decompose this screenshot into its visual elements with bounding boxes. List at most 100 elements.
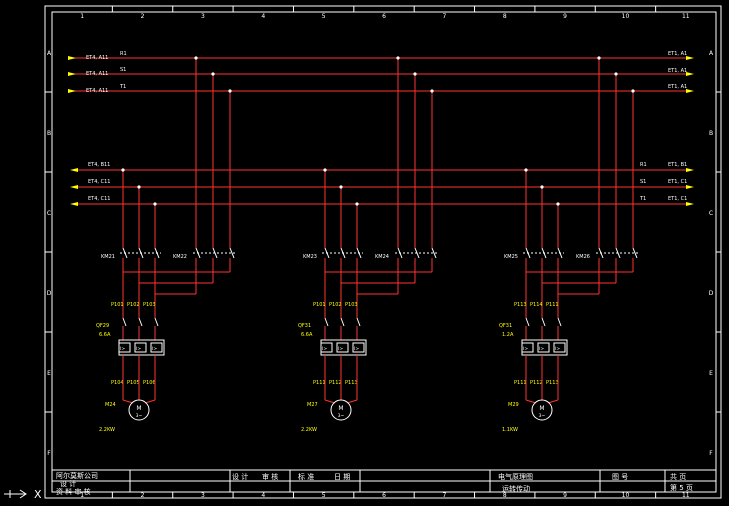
column-mark: 6 (382, 13, 386, 20)
column-mark: 2 (141, 492, 145, 499)
sheet-number: 第 5 页 (670, 483, 693, 492)
phase-mark: T1 (119, 84, 126, 90)
motor-label: M29 (508, 402, 519, 408)
bus-arrow-left (70, 202, 78, 206)
thermal-element-label: I> (338, 346, 343, 352)
column-mark: 1 (80, 492, 84, 499)
motor-symbol-phase: 3~ (338, 413, 345, 419)
column-mark: 10 (622, 492, 630, 499)
feeder-label: ET1, B1 (668, 162, 687, 168)
phase-mark: R1 (640, 162, 647, 168)
wire-label: P112 (329, 380, 342, 386)
motor-symbol (128, 399, 150, 421)
junction-dot (614, 72, 618, 76)
column-mark: 3 (201, 492, 205, 499)
feeder-labels-top-right: ET1, A1 ET1, A1 ET1, A1 (668, 51, 687, 90)
wire-label: P111 (546, 302, 559, 308)
feeder-label: ET4, A11 (86, 71, 108, 77)
junction-dot (323, 168, 327, 172)
phase-mark: S1 (640, 179, 646, 185)
junction-dot (121, 168, 125, 172)
motor-symbol (330, 399, 352, 421)
motor-lead (525, 399, 537, 404)
breaker-contact (138, 317, 143, 327)
bus-arrow-left (68, 89, 76, 93)
drawing-title: 电气原理图 (498, 472, 533, 481)
wire-label: P101 (313, 302, 326, 308)
column-mark: 11 (682, 492, 690, 499)
breaker-contact (541, 317, 546, 327)
row-mark: D (709, 290, 714, 297)
bus-arrow-right (686, 202, 694, 206)
wire-label: P113 (546, 380, 559, 386)
motor-symbol-letter: M (136, 405, 141, 412)
thermal-element-label: I> (354, 346, 359, 352)
title-block-text: 阿尔莫斯公司 设 计 资 料 审 核 设 计 审 核 标 准 日 期 电气原理图… (56, 471, 693, 496)
bus-arrow-right (686, 185, 694, 189)
junction-dot (631, 89, 635, 93)
wire-label: P113 (514, 302, 527, 308)
column-mark: 3 (201, 13, 205, 20)
bus-arrow-right (686, 72, 694, 76)
phase-mark: R1 (120, 51, 127, 57)
feeder-label: ET1, A1 (668, 51, 687, 57)
design-label: 设 计 (232, 472, 248, 481)
motor-label: M27 (307, 402, 318, 408)
wire-label: P103 (345, 302, 358, 308)
check-label: 审 核 (262, 472, 278, 481)
motor-power: 2.2KW (99, 427, 115, 433)
column-mark: 8 (503, 13, 507, 20)
breaker-contact (122, 317, 127, 327)
contact-blade (229, 247, 235, 259)
junction-dot (540, 185, 544, 189)
feeder-buses (68, 56, 694, 206)
contact-blade (632, 247, 638, 259)
bus-arrow-left (70, 185, 78, 189)
wire-label: P113 (345, 380, 358, 386)
bus-arrow-right (686, 89, 694, 93)
column-mark: 4 (261, 492, 265, 499)
wire-label: P102 (329, 302, 342, 308)
motor-lead (144, 399, 156, 404)
column-mark: 7 (442, 492, 446, 499)
motor-symbol-phase: 3~ (539, 413, 546, 419)
thermal-element-label: I> (152, 346, 157, 352)
thermal-element (150, 342, 163, 353)
motor-label: M24 (105, 402, 116, 408)
row-mark: E (709, 370, 713, 377)
thermal-element (537, 342, 550, 353)
column-mark: 10 (622, 13, 630, 20)
row-mark: F (47, 450, 51, 457)
breaker-rating: 6.6A (99, 332, 111, 338)
motor-power: 1.1KW (502, 427, 518, 433)
motor-lead (122, 399, 134, 404)
breaker-label: QF29 (96, 323, 109, 329)
thermal-element-label: I> (539, 346, 544, 352)
column-mark: 6 (382, 492, 386, 499)
breaker-contact (340, 317, 345, 327)
feeder-label: ET1, A1 (668, 68, 687, 74)
row-mark: A (709, 50, 714, 57)
contactor-label: KM25 (504, 254, 518, 260)
breaker-contact (356, 317, 361, 327)
contactor-label: KM22 (173, 254, 187, 260)
breaker-contact (324, 317, 329, 327)
feeder-labels-mid-left: ET4, B11 ET4, C11 ET4, C11 (88, 162, 110, 202)
thermal-element-label: I> (136, 346, 141, 352)
thermal-element-label: I> (555, 346, 560, 352)
contactor-label: KM26 (576, 254, 590, 260)
motor-symbol-letter: M (539, 405, 544, 412)
drawing-subtitle: 运转传动 (502, 484, 530, 493)
thermal-element-label: I> (120, 346, 125, 352)
thermal-element (134, 342, 147, 353)
motor-symbol-letter: M (338, 405, 343, 412)
standard-label: 标 准 (298, 472, 314, 481)
stamp-line: 阿尔莫斯公司 (56, 471, 98, 480)
wire-label: P103 (143, 302, 156, 308)
junction-dot (339, 185, 343, 189)
feeder-label: ET1, C1 (668, 196, 687, 202)
